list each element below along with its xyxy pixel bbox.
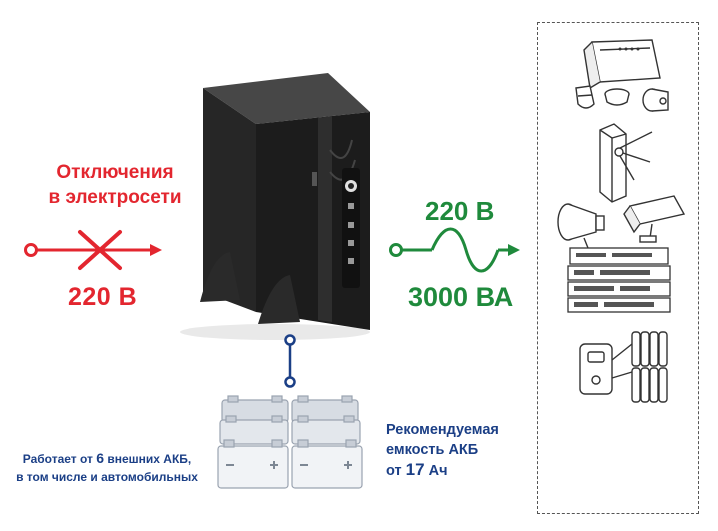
- outage-label-line1: Отключения: [56, 162, 174, 183]
- battery-capacity-prefix: от: [386, 463, 406, 479]
- cross-mark-icon: [78, 230, 122, 270]
- battery-capacity-suffix: Ач: [424, 463, 448, 479]
- input-voltage: 220 В: [68, 283, 138, 311]
- output-power: 3000 ВА: [408, 282, 514, 312]
- security-panel-icon: [583, 39, 661, 90]
- rack-equipment-icon: [567, 247, 671, 313]
- motion-sensor-icon: [575, 85, 595, 109]
- battery-count-suffix: внешних АКБ,: [104, 452, 192, 466]
- battery-count-line1: Работает от 6 внешних АКБ,: [2, 449, 212, 468]
- loads-dashed-box: [537, 22, 699, 514]
- battery-connector: [284, 334, 296, 388]
- battery-count-value: 6: [96, 450, 105, 466]
- outage-label-line2: в электросети: [48, 187, 182, 208]
- siren-icon: [642, 88, 669, 112]
- outage-label: Отключения в электросети: [40, 160, 190, 210]
- smoke-detector-icon: [604, 88, 630, 106]
- turnstile-icon: [599, 123, 653, 203]
- loudspeaker-icon: [557, 203, 605, 249]
- battery-capacity-line1: Рекомендуемая: [386, 422, 499, 438]
- output-voltage: 220 В: [425, 196, 495, 226]
- output-power-line: [389, 227, 520, 273]
- battery-capacity-line2: емкость АКБ: [386, 442, 479, 458]
- battery-count-note: Работает от 6 внешних АКБ, в том числе и…: [2, 449, 212, 486]
- battery-count-line2: в том числе и автомобильных: [16, 470, 198, 484]
- battery-bank: [217, 395, 363, 489]
- battery-capacity-value: 17: [405, 460, 425, 479]
- boiler-with-radiators-icon: [579, 331, 668, 403]
- ups-device: [180, 73, 370, 340]
- battery-count-prefix: Работает от: [22, 452, 97, 466]
- battery-capacity-line3: от 17 Ач: [386, 460, 499, 481]
- input-power-line: [24, 243, 162, 257]
- battery-capacity-note: Рекомендуемая емкость АКБ от 17 Ач: [386, 420, 499, 481]
- cctv-camera-icon: [623, 195, 686, 243]
